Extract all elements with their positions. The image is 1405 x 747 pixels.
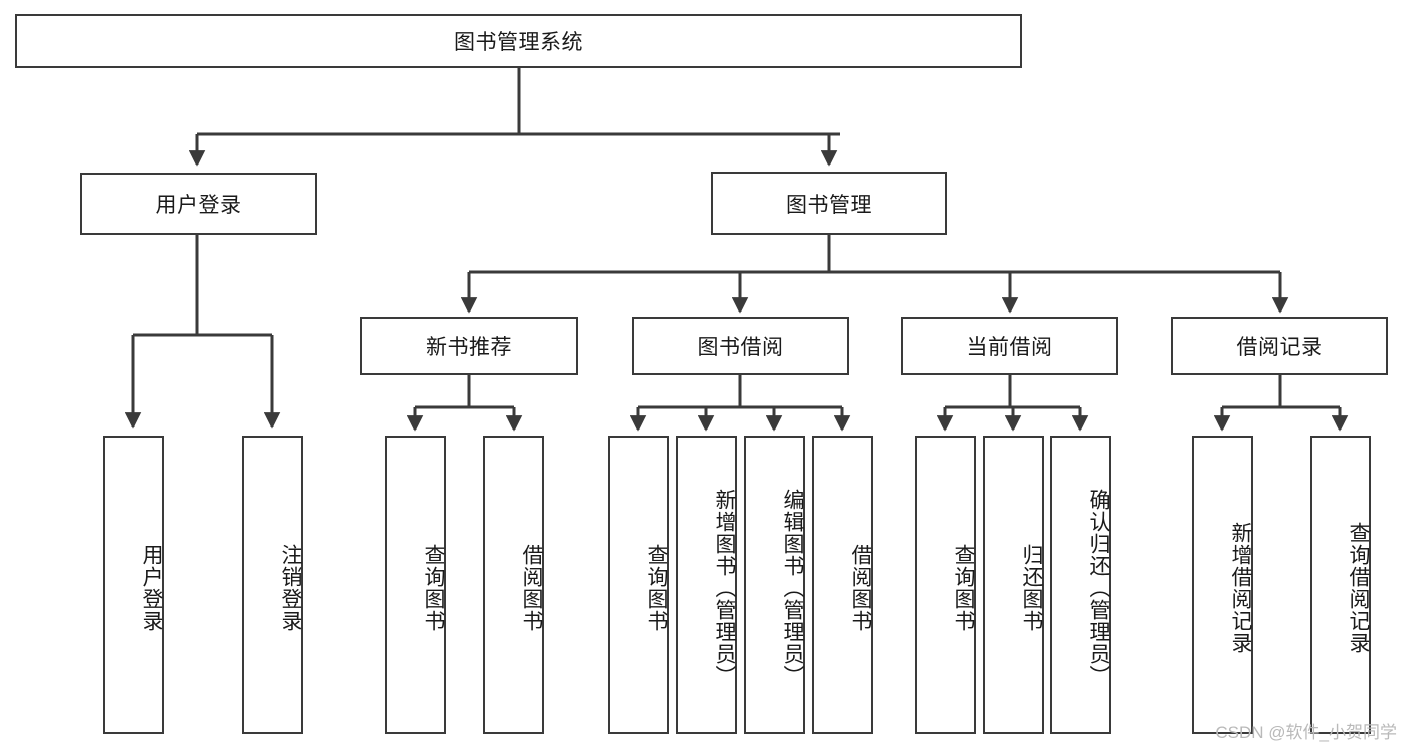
leaf-label: 新增借阅记录 [1229, 522, 1252, 654]
leaf-label: 查询图书 [952, 544, 975, 632]
leaf-label: 查询图书 [645, 544, 668, 632]
node-new-book-recommend[interactable]: 新书推荐 [360, 317, 578, 375]
node-book-borrow[interactable]: 图书借阅 [632, 317, 849, 375]
leaf-record-add[interactable]: 新增借阅记录 [1192, 436, 1253, 734]
node-book-borrow-label: 图书借阅 [697, 336, 784, 359]
node-root-label: 图书管理系统 [454, 31, 583, 54]
leaf-label: 借阅图书 [849, 544, 872, 632]
leaf-borrow-borrow-book[interactable]: 借阅图书 [812, 436, 873, 734]
leaf-label: 新增图书（管理员） [713, 489, 736, 687]
leaf-label: 查询图书 [422, 544, 445, 632]
node-new-book-recommend-label: 新书推荐 [426, 336, 512, 359]
leaf-user-login-login[interactable]: 用户登录 [103, 436, 164, 734]
leaf-borrow-edit-book[interactable]: 编辑图书（管理员） [744, 436, 805, 734]
leaf-label: 用户登录 [140, 544, 163, 632]
leaf-label: 归还图书 [1020, 544, 1043, 632]
leaf-record-query[interactable]: 查询借阅记录 [1310, 436, 1371, 734]
leaf-label: 借阅图书 [520, 544, 543, 632]
node-current-borrow-label: 当前借阅 [966, 336, 1053, 359]
node-book-management[interactable]: 图书管理 [711, 172, 947, 235]
leaf-label: 查询借阅记录 [1347, 522, 1370, 654]
leaf-new-book-query[interactable]: 查询图书 [385, 436, 446, 734]
node-root[interactable]: 图书管理系统 [15, 14, 1022, 68]
node-book-management-label: 图书管理 [786, 193, 872, 217]
leaf-current-query-book[interactable]: 查询图书 [915, 436, 976, 734]
node-current-borrow[interactable]: 当前借阅 [901, 317, 1118, 375]
leaf-label: 确认归还（管理员） [1087, 489, 1110, 687]
node-user-login[interactable]: 用户登录 [80, 173, 317, 235]
node-user-login-label: 用户登录 [155, 194, 242, 217]
leaf-user-login-logout[interactable]: 注销登录 [242, 436, 303, 734]
leaf-new-book-borrow[interactable]: 借阅图书 [483, 436, 544, 734]
watermark: CSDN @软件_小贺同学 [1215, 723, 1397, 742]
leaf-current-return-book[interactable]: 归还图书 [983, 436, 1044, 734]
leaf-borrow-add-book[interactable]: 新增图书（管理员） [676, 436, 737, 734]
node-borrow-record[interactable]: 借阅记录 [1171, 317, 1388, 375]
node-borrow-record-label: 借阅记录 [1236, 336, 1323, 359]
leaf-borrow-query-book[interactable]: 查询图书 [608, 436, 669, 734]
leaf-current-confirm-return[interactable]: 确认归还（管理员） [1050, 436, 1111, 734]
leaf-label: 注销登录 [279, 544, 302, 632]
leaf-label: 编辑图书（管理员） [781, 489, 804, 687]
